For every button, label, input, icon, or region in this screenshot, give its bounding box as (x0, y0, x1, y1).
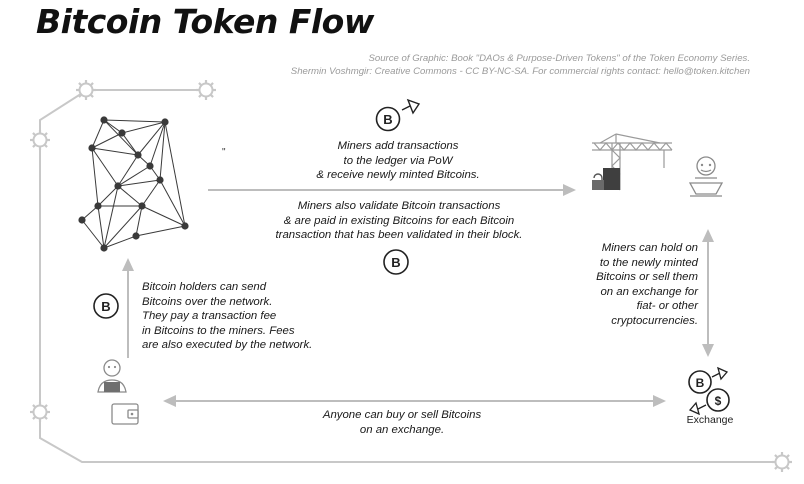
exchange-icon: B $ (688, 366, 730, 416)
text-line: They pay a transaction fee (142, 310, 277, 323)
text-line: cryptocurrencies. (611, 314, 698, 327)
text-miners-validate: Miners also validate Bitcoin transaction… (232, 199, 566, 243)
text-miners-add: Miners add transactions to the ledger vi… (284, 139, 512, 183)
network-node (88, 144, 96, 152)
robot-icon (688, 156, 724, 197)
gear-icon (30, 130, 50, 150)
text-miners-hold: Miners can hold on to the newly minted B… (566, 241, 698, 329)
network-icon (78, 116, 189, 252)
source-credit: Source of Graphic: Book "DAOs & Purpose-… (230, 52, 750, 78)
text-line: Miners also validate Bitcoin transaction… (297, 200, 501, 212)
source-line-1: Source of Graphic: Book "DAOs & Purpose-… (368, 53, 750, 64)
text-line: in Bitcoins to the miners. Fees (142, 324, 295, 337)
text-holders: Bitcoin holders can send Bitcoins over t… (142, 280, 342, 353)
network-node (132, 232, 140, 240)
svg-text:B: B (391, 255, 400, 270)
page-title: Bitcoin Token Flow (36, 2, 374, 41)
network-node (156, 176, 164, 184)
svg-text:B: B (696, 376, 705, 390)
text-line: to the ledger via PoW (343, 154, 453, 167)
network-node (134, 151, 142, 159)
text-anyone: Anyone can buy or sell Bitcoins on an ex… (314, 408, 490, 437)
text-line: transaction that has been validated in t… (275, 229, 523, 242)
text-line: Bitcoin holders can send (142, 281, 267, 293)
svg-text:B: B (101, 299, 110, 314)
exchange-label: Exchange (686, 414, 734, 426)
user-laptop-icon (97, 359, 127, 393)
text-line: fiat- or other (636, 300, 698, 313)
network-node (100, 244, 108, 252)
gear-icon (196, 80, 216, 100)
text-line: Miners add transactions (337, 140, 459, 152)
text-line: to the newly minted (599, 256, 698, 269)
network-node (78, 216, 86, 224)
text-line: Bitcoins over the network. (142, 295, 273, 308)
text-line: on an exchange. (359, 423, 445, 436)
bitcoin-coin-icon: B (383, 249, 409, 275)
gear-icon (76, 80, 96, 100)
lock-icon (592, 168, 620, 190)
text-line: & are paid in existing Bitcoins for each… (283, 214, 515, 227)
network-node (94, 202, 102, 210)
source-line-2: Shermin Voshmgir: Creative Commons - CC … (290, 66, 750, 77)
text-line: & receive newly minted Bitcoins. (316, 169, 480, 182)
circuit-lines (39, 89, 775, 463)
bitcoin-coin-icon: B (375, 98, 421, 132)
gear-icon (772, 452, 792, 472)
svg-text:$: $ (715, 394, 722, 408)
network-node (181, 222, 189, 230)
network-node (118, 129, 126, 137)
flow-arrows (122, 184, 714, 407)
text-line: on an exchange for (600, 285, 698, 298)
network-node (100, 116, 108, 124)
text-line: Miners can hold on (601, 242, 698, 254)
gear-icons (30, 80, 792, 472)
stray-mark: " (222, 147, 226, 158)
text-line: Anyone can buy or sell Bitcoins (322, 409, 482, 421)
bitcoin-coin-icon: B (93, 293, 119, 319)
text-line: are also executed by the network. (142, 339, 313, 352)
network-node (146, 162, 154, 170)
gear-icon (30, 402, 50, 422)
text-line: Bitcoins or sell them (596, 271, 698, 284)
network-node (161, 118, 169, 126)
network-node (138, 202, 146, 210)
network-node (114, 182, 122, 190)
svg-text:B: B (383, 112, 392, 127)
wallet-icon (111, 403, 139, 425)
